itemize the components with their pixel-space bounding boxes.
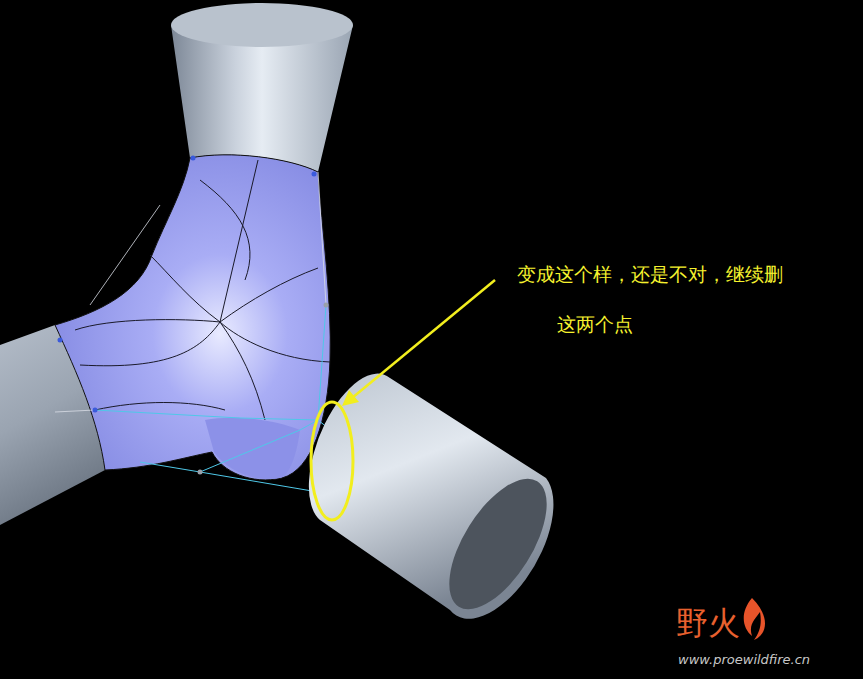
blend-surface [205, 418, 300, 479]
watermark-url: www.proewildfire.cn [678, 652, 810, 667]
arrowhead [342, 390, 359, 406]
cylinder [171, 25, 353, 172]
cylinder-face [430, 463, 566, 625]
surface-edges [75, 160, 330, 420]
leader-arrow [352, 280, 495, 398]
highlight-ellipse [311, 402, 353, 520]
flame-logo [744, 598, 765, 640]
wireframe [55, 172, 326, 412]
watermark: 野火 [676, 602, 740, 646]
control-point [58, 156, 317, 413]
blend-surface [55, 155, 330, 480]
annotation-text: 这两个点 [557, 312, 633, 338]
wireframe [95, 305, 338, 492]
annotation-text: 变成这个样，还是不对，继续删 [517, 262, 783, 288]
cylinder-face [171, 3, 353, 47]
